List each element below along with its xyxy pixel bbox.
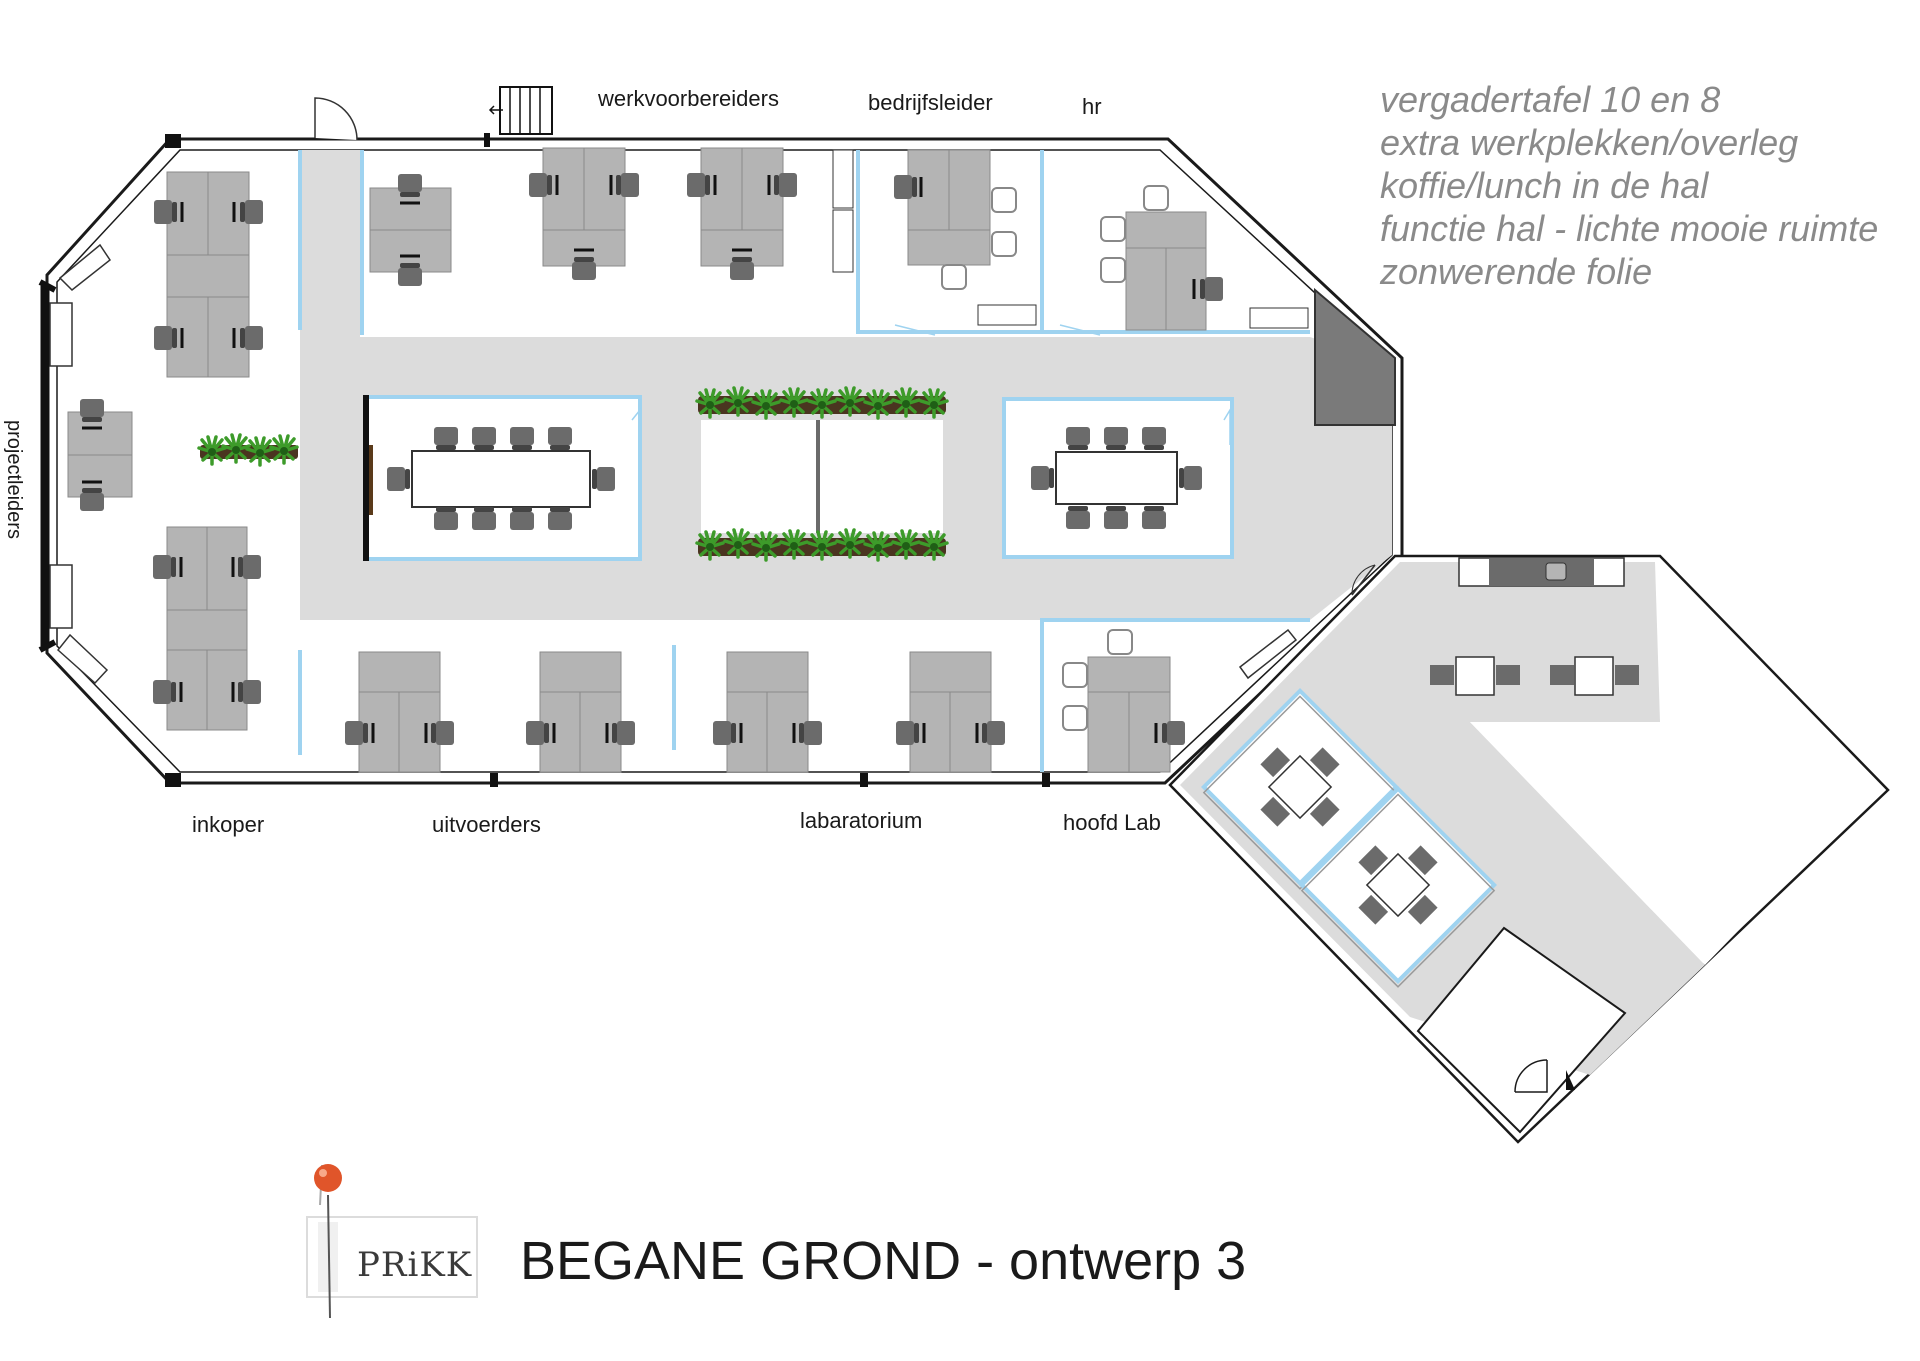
note-line: vergadertafel 10 en 8 xyxy=(1380,79,1721,120)
label-hoofd-lab: hoofd Lab xyxy=(1063,810,1161,835)
label-projectleiders: projectleiders xyxy=(3,420,25,539)
prikk-logo xyxy=(306,1216,478,1298)
label-labaratorium: labaratorium xyxy=(800,808,923,833)
note-line: zonwerende folie xyxy=(1380,251,1653,292)
hal-bar-table-1 xyxy=(1430,656,1520,696)
note-line: extra werkplekken/overleg xyxy=(1380,122,1799,163)
hal-entrance-glass xyxy=(1238,564,1376,680)
design-notes: vergadertafel 10 en 8 extra werkplekken/… xyxy=(1380,78,1878,293)
hal-kitchen xyxy=(1458,557,1625,587)
label-uitvoerders: uitvoerders xyxy=(432,812,541,837)
uitvoerders-desks xyxy=(345,651,635,773)
push-pin-icon xyxy=(314,1164,342,1319)
south-wall-posts xyxy=(490,773,1050,787)
werkvoorbereiders-desks xyxy=(369,147,854,286)
central-workzone xyxy=(701,420,943,533)
brand-text: PRiKK xyxy=(357,1245,473,1285)
north-entrance xyxy=(314,97,490,147)
hr-room xyxy=(1059,185,1309,336)
hoofd-lab-room xyxy=(1062,629,1185,773)
stairs-icon xyxy=(488,86,553,135)
hal-square-table-2 xyxy=(1299,786,1497,988)
page-title: BEGANE GROND - ontwerp 3 xyxy=(520,1231,1247,1291)
hal-bar-table-2 xyxy=(1550,656,1639,696)
projectleiders-desks xyxy=(67,171,263,731)
labaratorium-desks xyxy=(713,651,1005,773)
label-inkoper: inkoper xyxy=(192,812,265,837)
note-line: functie hal - lichte mooie ruimte xyxy=(1380,208,1879,249)
label-hr: hr xyxy=(1082,94,1102,119)
plant-icon xyxy=(197,386,949,562)
label-bedrijfsleider: bedrijfsleider xyxy=(868,90,993,115)
hal-wing xyxy=(1168,554,1890,1144)
label-werkvoorbereiders: werkvoorbereiders xyxy=(598,86,779,111)
hal-square-table-1 xyxy=(1201,688,1399,890)
meeting-room-8 xyxy=(1002,397,1234,559)
meeting-room-10 xyxy=(363,395,642,561)
bedrijfsleider-room xyxy=(894,149,1037,336)
west-windows xyxy=(49,243,112,685)
note-line: koffie/lunch in de hal xyxy=(1380,165,1709,206)
glass-partitions xyxy=(298,150,1310,772)
service-room xyxy=(1314,287,1396,426)
